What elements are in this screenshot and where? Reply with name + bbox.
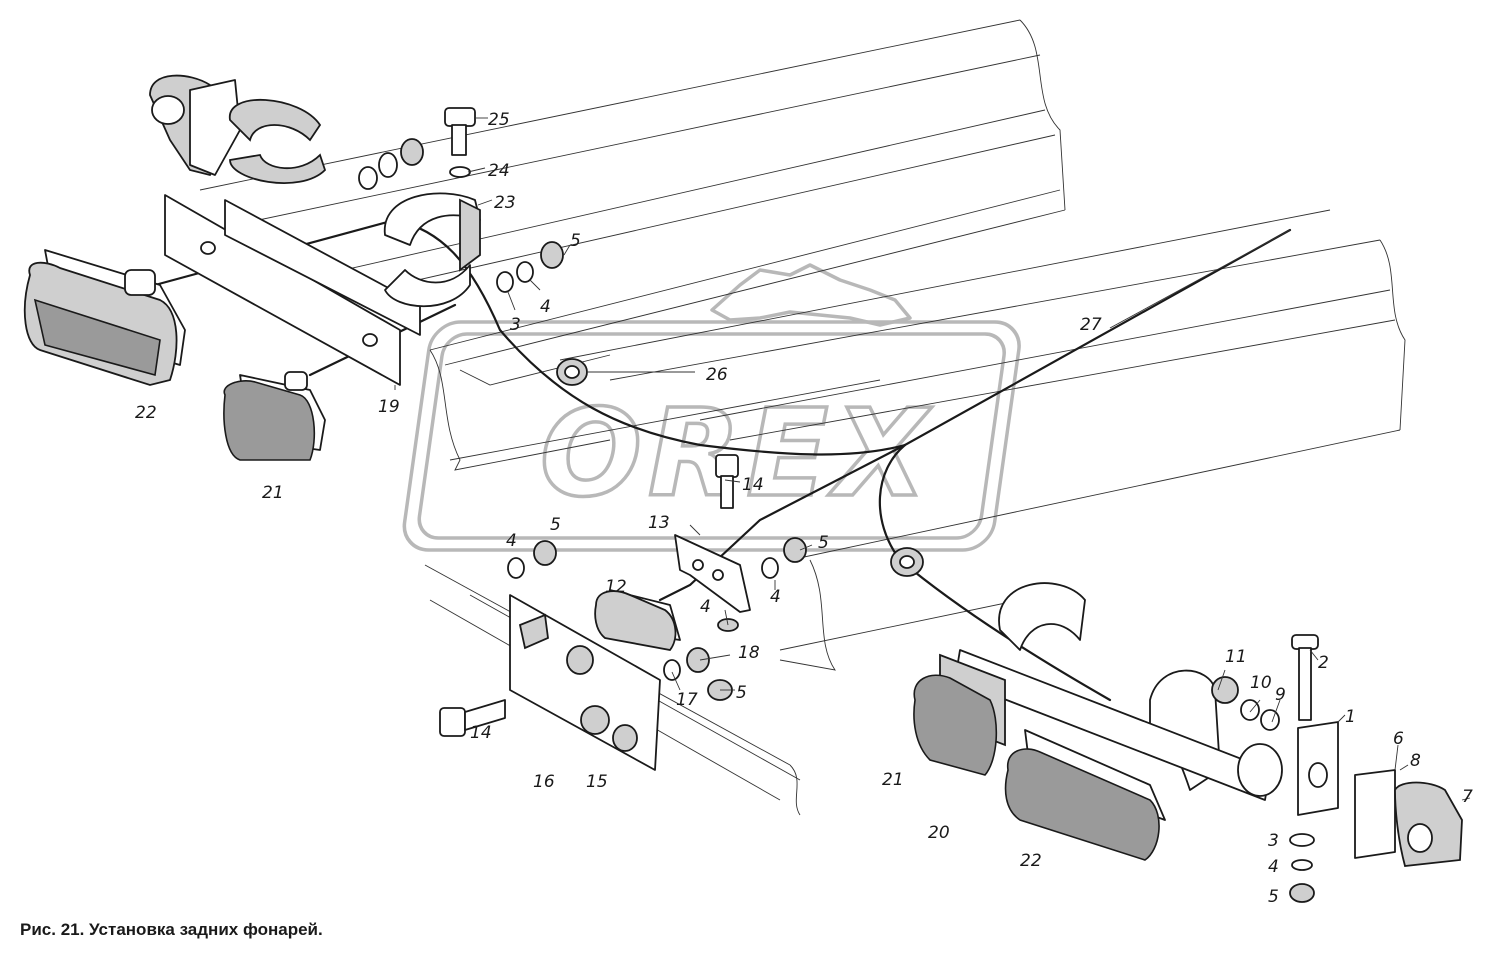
callout-21: 21 bbox=[882, 770, 904, 790]
callout-4: 4 bbox=[770, 587, 781, 607]
washer-24 bbox=[449, 166, 471, 178]
callout-21: 21 bbox=[262, 483, 284, 503]
clamp-23 bbox=[384, 192, 481, 246]
callout-14: 14 bbox=[470, 723, 492, 743]
callout-10: 10 bbox=[1250, 673, 1272, 693]
callout-15: 15 bbox=[586, 772, 608, 792]
bracket-7 bbox=[1394, 781, 1463, 867]
left-lamp-22 bbox=[23, 249, 186, 386]
middle-bracket-assembly bbox=[439, 454, 924, 771]
callout-4: 4 bbox=[1268, 857, 1279, 877]
callout-25: 25 bbox=[488, 110, 510, 130]
callout-7: 7 bbox=[1462, 787, 1473, 807]
callout-23: 23 bbox=[494, 193, 516, 213]
callout-5: 5 bbox=[550, 515, 561, 535]
callout-18: 18 bbox=[738, 643, 760, 663]
clamp-ring-right bbox=[998, 582, 1086, 651]
callout-27: 27 bbox=[1080, 315, 1102, 335]
callout-20: 20 bbox=[928, 823, 950, 843]
callout-13: 13 bbox=[648, 513, 670, 533]
callout-3: 3 bbox=[1268, 831, 1279, 851]
callout-22: 22 bbox=[1020, 851, 1042, 871]
bolt-14-lower bbox=[439, 707, 466, 737]
callout-4: 4 bbox=[700, 597, 711, 617]
bracket-6 bbox=[1354, 769, 1396, 859]
callout-26: 26 bbox=[706, 365, 728, 385]
left-bracket-assembly bbox=[149, 74, 588, 386]
callout-17: 17 bbox=[676, 690, 698, 710]
callout-22: 22 bbox=[135, 403, 157, 423]
clamp-ring-upper bbox=[229, 99, 322, 142]
callout-5: 5 bbox=[570, 231, 581, 251]
right-bracket-assembly bbox=[913, 582, 1463, 903]
callout-8: 8 bbox=[1410, 751, 1421, 771]
callout-4: 4 bbox=[540, 297, 551, 317]
callout-5: 5 bbox=[736, 683, 747, 703]
callout-6: 6 bbox=[1393, 729, 1404, 749]
callout-11: 11 bbox=[1225, 647, 1247, 667]
bolt-2 bbox=[1291, 634, 1319, 650]
callout-24: 24 bbox=[488, 161, 510, 181]
callout-1: 1 bbox=[1345, 707, 1356, 727]
figure-caption: Рис. 21. Установка задних фонарей. bbox=[20, 920, 323, 939]
gear-icon bbox=[710, 263, 912, 327]
callout-5: 5 bbox=[1268, 887, 1279, 907]
callout-9: 9 bbox=[1275, 685, 1286, 705]
callout-16: 16 bbox=[533, 772, 555, 792]
nut bbox=[518, 613, 549, 650]
watermark: OREX bbox=[402, 263, 1021, 552]
callout-5: 5 bbox=[818, 533, 829, 553]
bolt-25 bbox=[444, 107, 476, 127]
callout-3: 3 bbox=[510, 315, 521, 335]
washer bbox=[358, 166, 378, 190]
right-lamp-21 bbox=[913, 674, 998, 776]
callout-14: 14 bbox=[742, 475, 764, 495]
left-lamp-21 bbox=[223, 371, 326, 461]
callout-12: 12 bbox=[605, 577, 627, 597]
callout-4: 4 bbox=[506, 531, 517, 551]
bolt-14-upper bbox=[715, 454, 739, 478]
frame-rails bbox=[199, 19, 1406, 816]
callout-2: 2 bbox=[1318, 653, 1329, 673]
callout-19: 19 bbox=[378, 397, 400, 417]
nut bbox=[400, 138, 424, 166]
leader-lines bbox=[394, 117, 1471, 801]
callouts: 25 24 23 5 4 3 26 27 22 19 21 14 13 4 5 … bbox=[135, 110, 1473, 907]
